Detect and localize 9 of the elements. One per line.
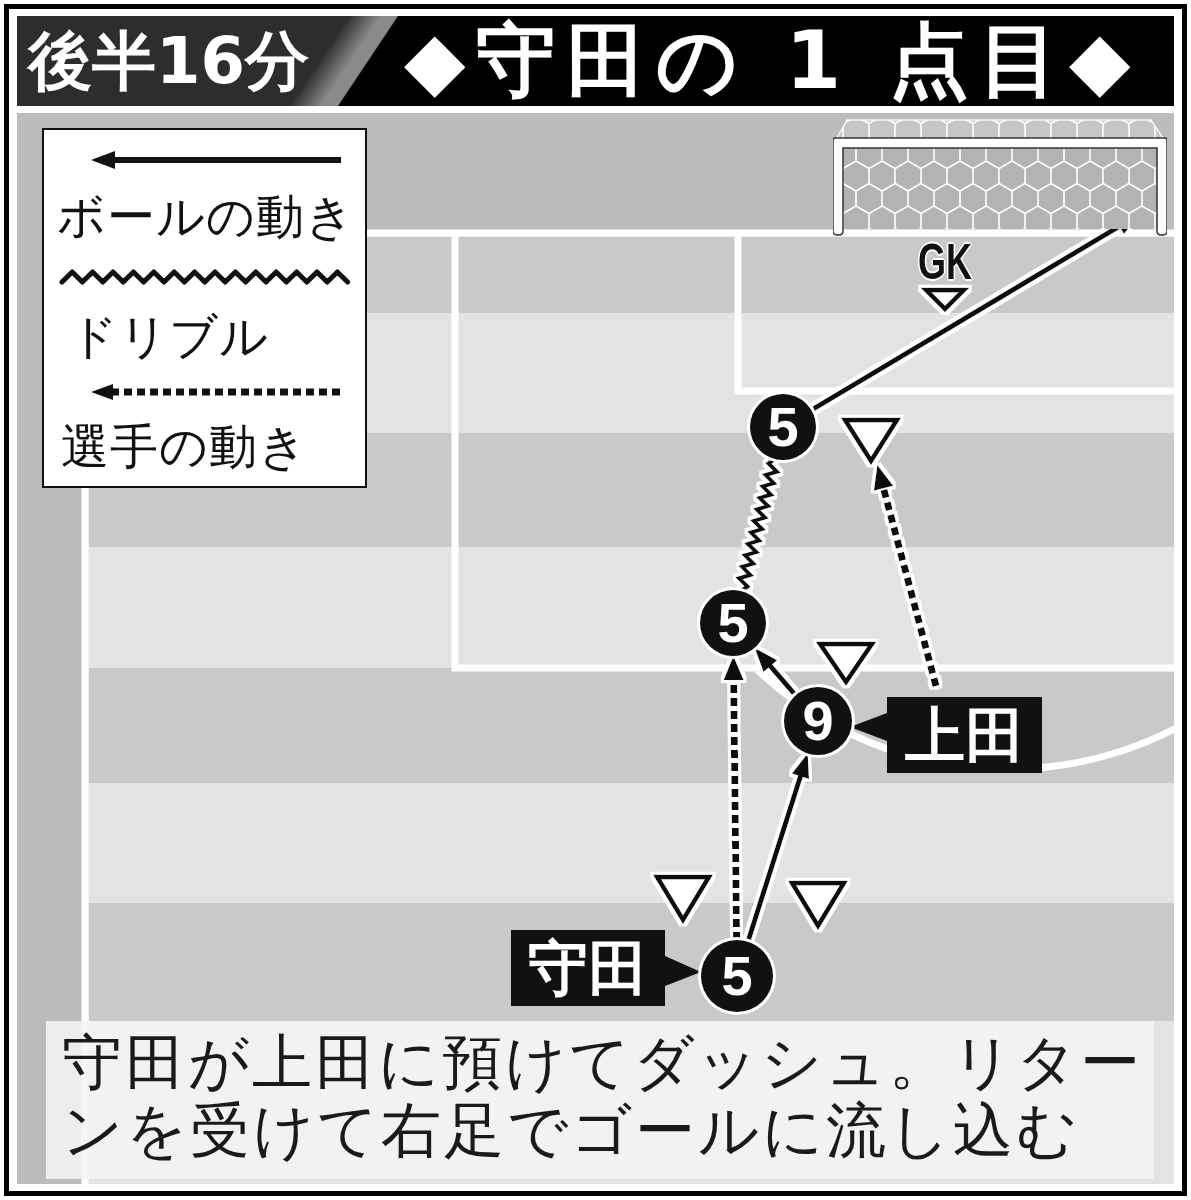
- legend-label: 選手の動き: [61, 418, 308, 474]
- legend-label: ボールの動き: [57, 188, 355, 244]
- time-label: 後半16分: [17, 16, 398, 106]
- name-tag: 守田: [511, 930, 701, 1006]
- arrow: [754, 647, 798, 697]
- dashed-arrow: [873, 465, 940, 687]
- caption: 守田が上田に預けてダッシュ。リターンを受けて右足でゴールに流し込む: [62, 1028, 1144, 1164]
- legend-label: ドリブル: [69, 308, 269, 364]
- position-label: GK: [918, 237, 972, 287]
